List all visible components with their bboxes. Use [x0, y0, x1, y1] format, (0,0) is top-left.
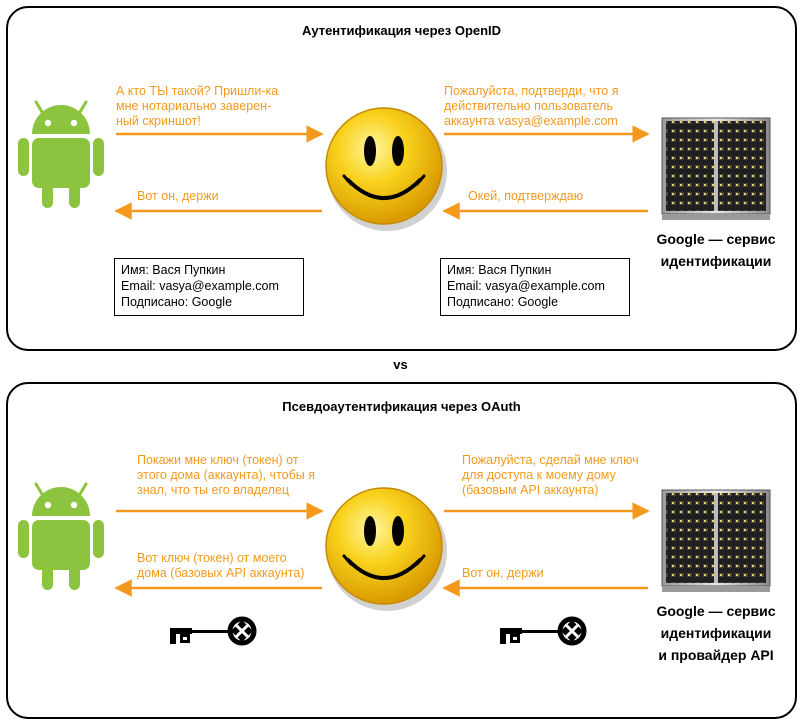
- vs-label: vs: [393, 357, 408, 372]
- oauth-provider-request-line: Пожалуйста, сделай мне ключ: [462, 453, 639, 467]
- openid-server-label: Google — сервис идентификации: [636, 228, 796, 272]
- oauth-provider-request-line: для доступа к моему дому: [462, 468, 616, 482]
- oauth-client-request-line: знал, что ты его владелец: [137, 483, 290, 497]
- smiley-icon: [324, 486, 449, 613]
- openid-panel-title: Аутентификация через OpenID: [301, 23, 502, 38]
- openid-provider-request-line: аккаунта vasya@example.com: [444, 114, 618, 128]
- openid-client-response: Вот он, держи: [137, 189, 219, 203]
- openid-client-request: А кто ТЫ такой? Пришли-ка мне нотариальн…: [116, 84, 278, 129]
- openid-provider-request-line: действительно пользователь: [444, 99, 613, 113]
- oauth-provider-response: Вот он, держи: [462, 566, 544, 580]
- oauth-panel-title: Псевдоаутентификация через OAuth: [282, 399, 521, 414]
- card-name: Имя: Вася Пупкин: [121, 263, 226, 277]
- oauth-client-response: Вот ключ (токен) от моего дома (базовых …: [137, 551, 304, 581]
- card-email: Email: vasya@example.com: [121, 279, 279, 293]
- card-signed-by: Подписано: Google: [121, 295, 233, 309]
- server-label-line: Google — сервис: [656, 231, 776, 247]
- android-icon: [16, 100, 106, 210]
- card-signed-by: Подписано: Google: [447, 295, 559, 309]
- openid-client-request-line: мне нотариально заверен-: [116, 99, 272, 113]
- card-email: Email: vasya@example.com: [447, 279, 605, 293]
- oauth-provider-request: Пожалуйста, сделай мне ключ для доступа …: [462, 453, 639, 498]
- oauth-provider-request-line: (базовым API аккаунта): [462, 483, 599, 497]
- oauth-client-request-line: Покажи мне ключ (токен) от: [137, 453, 299, 467]
- smiley-icon: [324, 106, 449, 233]
- oauth-client-response-line: Вот ключ (токен) от моего: [137, 551, 287, 565]
- key-icon: [500, 619, 584, 644]
- oauth-server-label: Google — сервис идентификации и провайде…: [636, 600, 796, 666]
- server-icon: [661, 489, 771, 593]
- oauth-client-response-line: дома (базовых API аккаунта): [137, 566, 305, 580]
- server-label-line: идентификации: [660, 253, 772, 269]
- card-name: Имя: Вася Пупкин: [447, 263, 552, 277]
- oauth-client-request: Покажи мне ключ (токен) от этого дома (а…: [137, 453, 315, 498]
- openid-provider-request: Пожалуйста, подтверди, что я действитель…: [444, 84, 618, 129]
- android-icon: [16, 482, 106, 592]
- server-icon: [661, 117, 771, 221]
- openid-client-request-line: А кто ТЫ такой? Пришли-ка: [116, 84, 279, 98]
- oauth-client-request-line: этого дома (аккаунта), чтобы я: [137, 468, 315, 482]
- server-label-line: Google — сервис: [656, 603, 776, 619]
- server-label-line: и провайдер API: [658, 647, 774, 663]
- key-icon: [170, 619, 254, 644]
- signed-identity-card-left: Имя: Вася Пупкин Email: vasya@example.co…: [114, 258, 304, 316]
- signed-identity-card-right: Имя: Вася Пупкин Email: vasya@example.co…: [440, 258, 630, 316]
- openid-client-request-line: ный скриншот!: [116, 114, 201, 128]
- server-label-line: идентификации: [660, 625, 772, 641]
- openid-provider-response: Окей, подтверждаю: [468, 189, 584, 203]
- openid-provider-request-line: Пожалуйста, подтверди, что я: [444, 84, 619, 98]
